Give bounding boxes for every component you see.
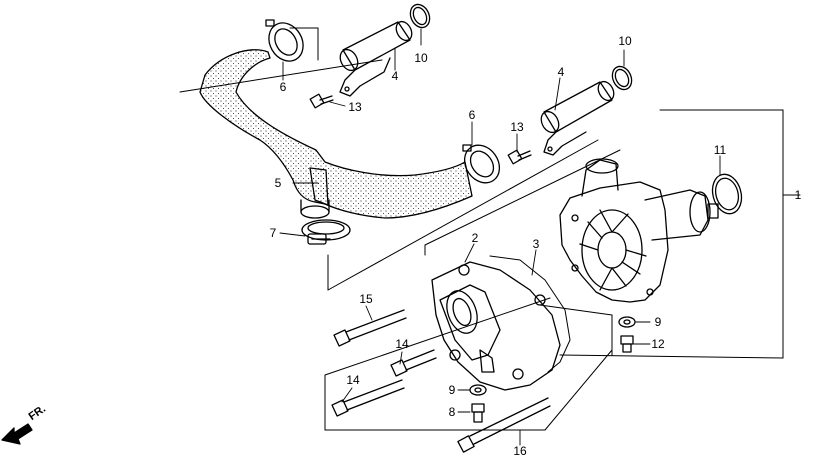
o-ring-upper bbox=[409, 3, 431, 29]
callout-part-14-upper: 14 bbox=[395, 337, 409, 351]
callout-part-16: 16 bbox=[513, 444, 527, 458]
hose-clamp-upper bbox=[265, 19, 304, 62]
callout-part-2: 2 bbox=[471, 231, 479, 245]
callout-part-14-lower: 14 bbox=[346, 373, 360, 387]
callout-part-10-upper: 10 bbox=[414, 51, 428, 65]
o-ring-pump bbox=[711, 173, 743, 215]
drain-bolt-8 bbox=[471, 403, 485, 423]
callout-part-4-upper: 4 bbox=[391, 69, 399, 83]
assembly-bracket bbox=[179, 27, 801, 431]
callout-part-4-lower: 4 bbox=[557, 65, 565, 79]
hose-clamp-lower bbox=[301, 219, 351, 245]
leader-lines bbox=[279, 28, 721, 446]
bolt-13-lower bbox=[507, 149, 532, 165]
callout-part-12: 12 bbox=[651, 337, 665, 351]
coolant-pipe bbox=[199, 49, 473, 219]
o-ring-lower bbox=[611, 65, 633, 91]
bolt-14-lower bbox=[331, 379, 405, 417]
callout-part-11: 11 bbox=[713, 143, 727, 157]
bolt-15 bbox=[333, 309, 407, 347]
callout-part-13-upper: 13 bbox=[348, 100, 362, 114]
callout-part-5: 5 bbox=[274, 176, 282, 190]
callout-part-10-lower: 10 bbox=[618, 34, 632, 48]
hose-clamp-middle bbox=[462, 144, 501, 184]
water-pump-assembly bbox=[559, 158, 719, 303]
washer-9-lower bbox=[469, 384, 487, 396]
callout-part-3: 3 bbox=[532, 237, 540, 251]
bolt-13-upper bbox=[309, 93, 334, 109]
bolt-12 bbox=[620, 335, 634, 353]
callout-part-1: 1 bbox=[794, 188, 802, 202]
washer-9-upper bbox=[618, 316, 636, 328]
outlet-pipe-upper bbox=[339, 20, 413, 97]
callout-part-6-upper: 6 bbox=[279, 80, 287, 94]
callout-part-9-upper: 9 bbox=[654, 315, 662, 329]
callout-part-7: 7 bbox=[269, 226, 277, 240]
bolt-16 bbox=[457, 397, 551, 453]
callout-part-9-lower: 9 bbox=[448, 383, 456, 397]
callout-part-13-lower: 13 bbox=[510, 120, 524, 134]
bolt-14-upper bbox=[390, 349, 437, 377]
callout-part-6-lower: 6 bbox=[468, 108, 476, 122]
pump-gasket bbox=[489, 255, 571, 373]
pump-cover bbox=[431, 261, 561, 391]
callout-part-8: 8 bbox=[448, 405, 456, 419]
front-direction-arrow bbox=[1, 423, 33, 445]
outlet-pipe-lower bbox=[540, 80, 615, 156]
callout-part-15: 15 bbox=[359, 292, 373, 306]
